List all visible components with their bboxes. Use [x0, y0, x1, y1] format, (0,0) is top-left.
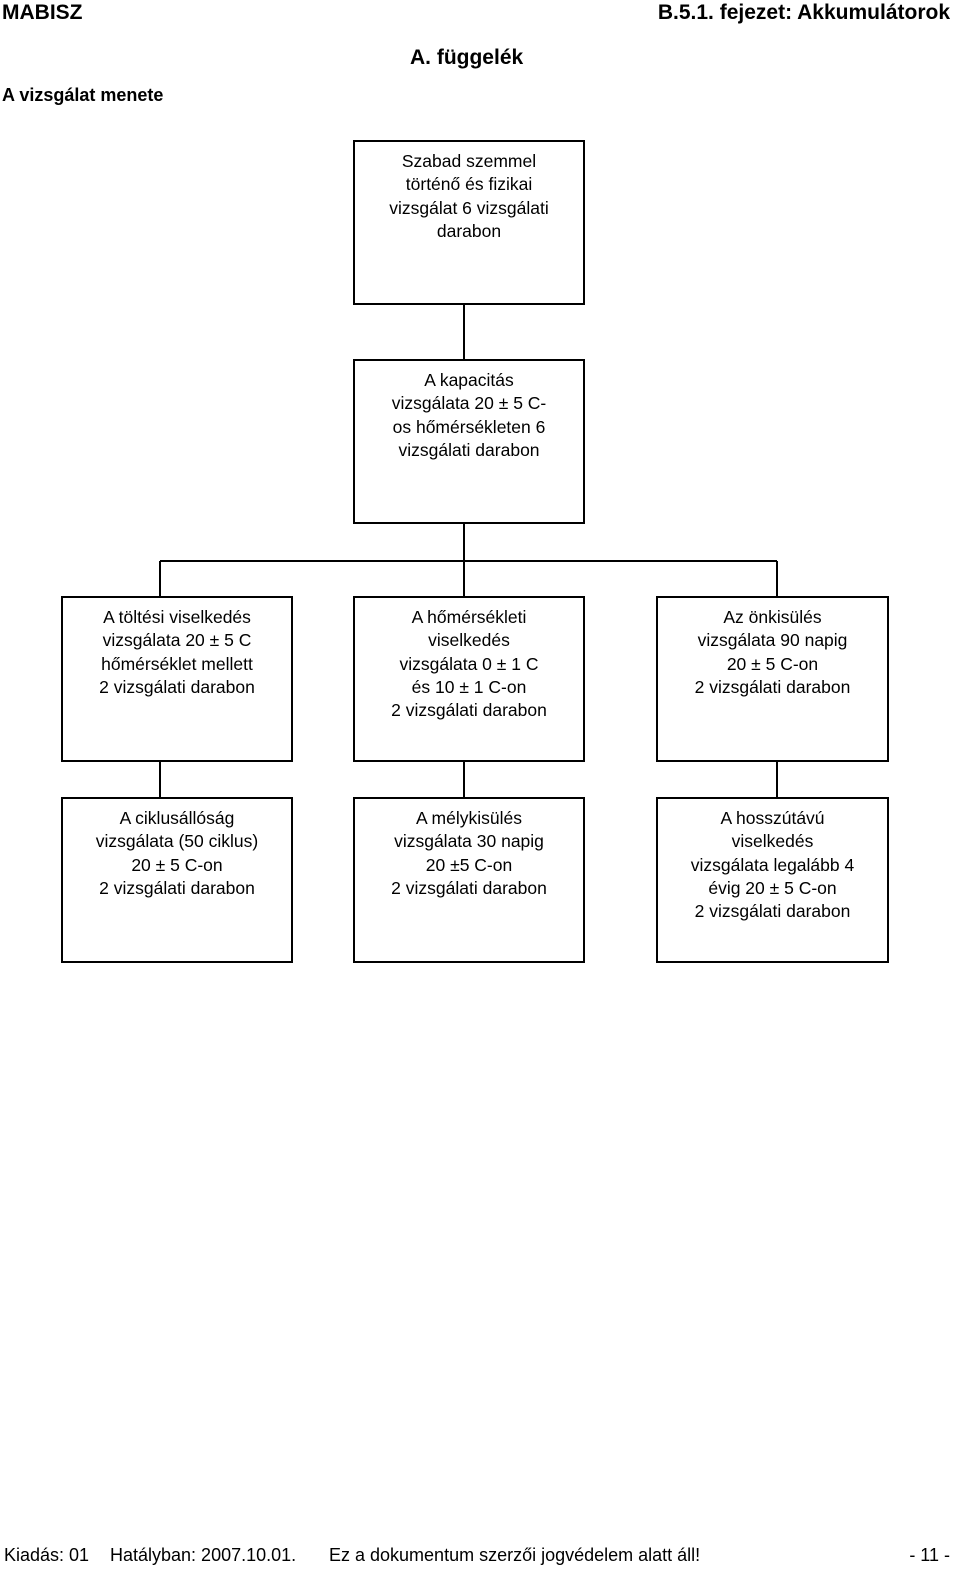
appendix-title: A. függelék [410, 46, 524, 69]
footer-effective-date: Hatályban: 2007.10.01. [110, 1545, 297, 1565]
box-line: 2 vizsgálati darabon [391, 877, 547, 898]
box-line: hőmérséklet mellett [101, 653, 253, 674]
box-line: vizsgálati darabon [398, 439, 540, 460]
box-line: Szabad szemmel [401, 151, 537, 171]
box-line: vizsgálata 0 ± 1 C [399, 653, 539, 674]
box-line: vizsgálat 6 vizsgálati [389, 197, 549, 218]
page-number: - 11 - [909, 1545, 950, 1565]
box-line: 2 vizsgálati darabon [99, 676, 255, 697]
box-capacity-test: A kapacitás vizsgálata 20 ± 5 C- os hőmé… [353, 359, 585, 524]
box-line: vizsgálata 30 napig [394, 831, 544, 852]
box-deep-discharge: A mélykisülés vizsgálata 30 napig 20 ±5 … [353, 797, 585, 963]
box-temperature-behaviour: A hőmérsékleti viselkedés vizsgálata 0 ±… [353, 596, 585, 762]
box-line: évig 20 ± 5 C-on [708, 877, 837, 898]
section-subtitle: A vizsgálat menete [2, 85, 164, 105]
box-line: darabon [436, 220, 502, 241]
box-line: 20 ± 5 C-on [131, 854, 223, 875]
box-line: 2 vizsgálati darabon [694, 901, 851, 922]
box-line: vizsgálata 20 ± 5 C- [391, 393, 547, 414]
box-line: A hosszútávú [720, 808, 825, 828]
box-line: Az önkisülés [723, 607, 822, 627]
box-line: 20 ± 5 C-on [726, 653, 819, 674]
box-line: viselkedés [731, 831, 814, 852]
box-visual-inspection: Szabad szemmel történő és fizikai vizsgá… [353, 140, 585, 305]
box-line: és 10 ± 1 C-on [411, 676, 527, 697]
box-long-term-behaviour: A hosszútávú viselkedés vizsgálata legal… [656, 797, 889, 963]
box-line: A mélykisülés [415, 808, 522, 828]
box-line: vizsgálata (50 ciklus) [95, 831, 259, 852]
box-line: A hőmérsékleti [411, 607, 527, 627]
box-self-discharge: Az önkisülés vizsgálata 90 napig 20 ± 5 … [656, 596, 889, 762]
box-line: 2 vizsgálati darabon [99, 877, 255, 898]
box-line: vizsgálata 90 napig [697, 630, 848, 651]
box-line: A töltési viselkedés [103, 607, 251, 627]
box-line: A ciklusállóság [119, 808, 235, 828]
footer-copyright: Ez a dokumentum szerzői jogvédelem alatt… [329, 1545, 701, 1565]
box-line: történő és fizikai [405, 174, 533, 195]
box-cycle-durability: A ciklusállóság vizsgálata (50 ciklus) 2… [61, 797, 293, 963]
header-chapter: B.5.1. fejezet: Akkumulátorok [657, 1, 950, 24]
box-line: viselkedés [428, 630, 510, 651]
box-line: os hőmérsékleten 6 [392, 416, 546, 437]
box-line: 2 vizsgálati darabon [694, 676, 851, 697]
box-line: 20 ±5 C-on [425, 854, 513, 875]
box-line: vizsgálata legalább 4 [690, 854, 855, 875]
header-left: MABISZ [2, 1, 83, 24]
box-line: vizsgálata 20 ± 5 C [102, 630, 252, 651]
box-charging-behaviour: A töltési viselkedés vizsgálata 20 ± 5 C… [61, 596, 293, 762]
box-line: 2 vizsgálati darabon [391, 700, 547, 721]
box-line: A kapacitás [424, 370, 514, 390]
footer-issue: Kiadás: 01 [4, 1545, 90, 1565]
